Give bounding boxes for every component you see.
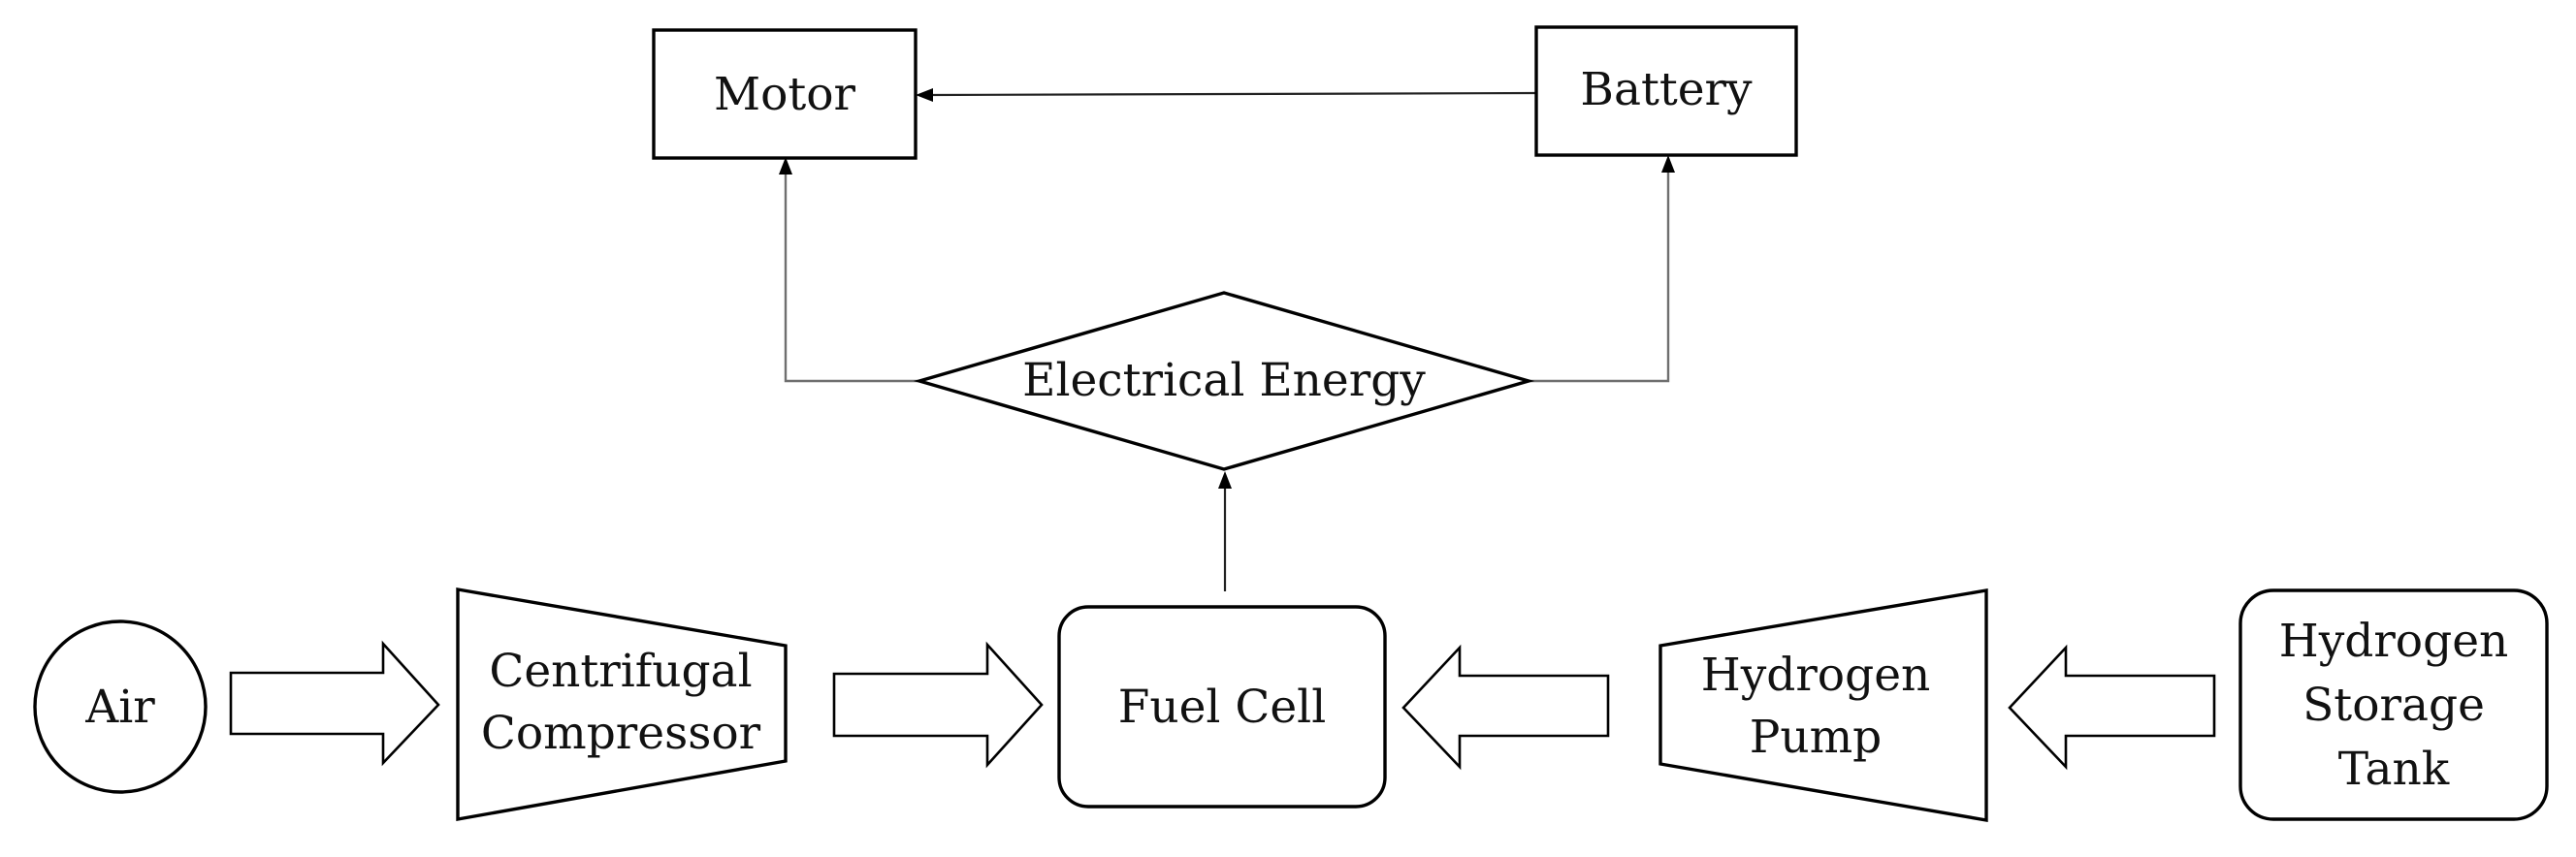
compressor-label-line-1: Centrifugal (489, 645, 752, 698)
centrifugal-compressor-node: Centrifugal Compressor (456, 587, 788, 822)
fuel-cell-label: Fuel Cell (1118, 681, 1327, 734)
connector-energy-to-motor (779, 157, 919, 383)
storage-tank-label-line-1: Hydrogen (2279, 615, 2509, 668)
connector-battery-to-motor (916, 88, 1537, 102)
air-label: Air (84, 681, 155, 734)
motor-node: Motor (652, 28, 918, 160)
flow-arrow-compressor-to-fuel-cell (832, 641, 1044, 769)
storage-tank-label-line-3: Tank (2338, 743, 2450, 796)
battery-node: Battery (1534, 25, 1798, 157)
hydrogen-storage-tank-node: Hydrogen Storage Tank (2238, 588, 2549, 821)
electrical-energy-label: Electrical Energy (1022, 354, 1426, 407)
connector-fuel-cell-to-energy (1218, 471, 1232, 591)
fuel-cell-node: Fuel Cell (1057, 605, 1387, 809)
hydrogen-pump-label-line-2: Pump (1750, 711, 1883, 764)
hydrogen-pump-node: Hydrogen Pump (1658, 587, 1988, 823)
storage-tank-label-line-2: Storage (2302, 679, 2485, 732)
hydrogen-pump-label-line-1: Hydrogen (1701, 649, 1931, 702)
flow-arrow-air-to-compressor (229, 640, 440, 767)
battery-label: Battery (1580, 63, 1753, 116)
flow-arrow-pump-to-fuel-cell (1401, 644, 1610, 771)
flow-arrow-tank-to-pump (2008, 644, 2216, 771)
air-node: Air (33, 619, 208, 794)
electrical-energy-node: Electrical Energy (913, 291, 1535, 471)
compressor-label-line-2: Compressor (481, 707, 761, 760)
connector-energy-to-battery (1529, 155, 1675, 383)
motor-label: Motor (714, 68, 856, 121)
